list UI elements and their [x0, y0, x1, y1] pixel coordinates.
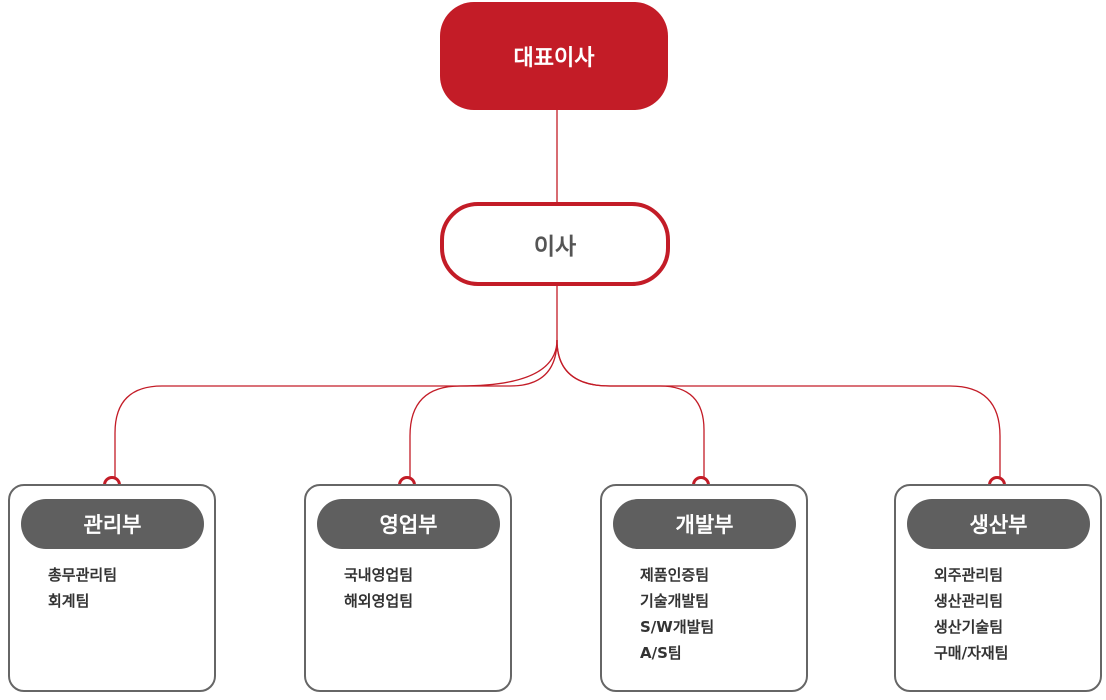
team-list: 외주관리팀 생산관리팀 생산기술팀 구매/자재팀 — [934, 562, 1008, 666]
director-to-departments-line — [114, 282, 558, 478]
team-item: S/W개발팀 — [640, 618, 715, 636]
team-item: 해외영업팀 — [344, 592, 414, 610]
department-card-admin: 관리부 총무관리팀 회계팀 — [8, 484, 216, 692]
department-card-development: 개발부 제품인증팀 기술개발팀 S/W개발팀 A/S팀 — [600, 484, 808, 692]
director-label: 이사 — [533, 234, 577, 260]
team-item: 기술개발팀 — [640, 592, 710, 610]
department-card-production: 생산부 외주관리팀 생산관리팀 생산기술팀 구매/자재팀 — [894, 484, 1102, 692]
department-title: 생산부 — [907, 499, 1090, 549]
team-item: 생산기술팀 — [934, 618, 1004, 636]
team-list: 국내영업팀 해외영업팀 — [344, 562, 413, 614]
team-item: 외주관리팀 — [934, 566, 1004, 584]
department-title: 영업부 — [317, 499, 500, 549]
team-item: 회계팀 — [48, 592, 90, 610]
team-item: A/S팀 — [640, 644, 682, 662]
team-item: 구매/자재팀 — [934, 644, 1009, 662]
ceo-label: 대표이사 — [513, 46, 595, 71]
director-box: 이사 — [440, 202, 670, 286]
branch-line-development — [556, 339, 705, 478]
team-item: 국내영업팀 — [344, 566, 414, 584]
branch-line-production — [556, 339, 1001, 478]
team-item: 제품인증팀 — [640, 566, 710, 584]
team-item: 총무관리팀 — [48, 566, 118, 584]
department-card-sales: 영업부 국내영업팀 해외영업팀 — [304, 484, 512, 692]
branch-line-sales — [409, 339, 558, 478]
department-title: 관리부 — [21, 499, 204, 549]
team-item: 생산관리팀 — [934, 592, 1004, 610]
team-list: 제품인증팀 기술개발팀 S/W개발팀 A/S팀 — [640, 562, 714, 666]
department-title: 개발부 — [613, 499, 796, 549]
team-list: 총무관리팀 회계팀 — [48, 562, 117, 614]
ceo-box: 대표이사 — [440, 2, 668, 110]
